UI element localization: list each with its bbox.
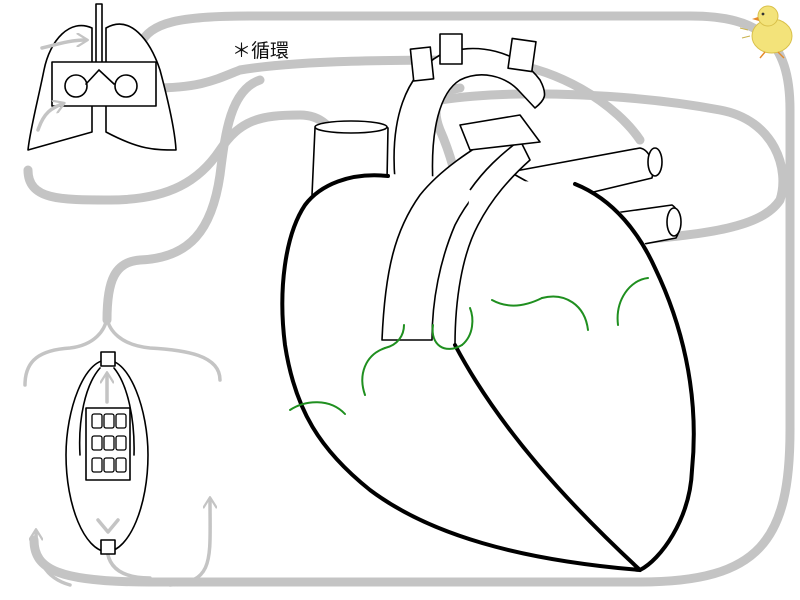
lung-flow-arrow-upper — [40, 40, 85, 50]
flow-outer-bottom-loop — [29, 425, 795, 587]
lung-alveolus-right — [114, 74, 138, 98]
limb-flow-paths — [23, 316, 222, 587]
pulmonary-artery-branch — [459, 114, 541, 151]
chick-mascot-icon — [739, 5, 793, 59]
aortic-valve-left — [431, 324, 463, 350]
flow-aorta-arc — [435, 89, 788, 242]
chick-beak — [752, 17, 759, 21]
pulmonary-vein-upper-opening — [647, 147, 663, 177]
limb-inner-curve-left — [78, 367, 101, 456]
flow-limb-branch — [102, 75, 265, 325]
lung-flow-arrow-lower — [36, 104, 62, 132]
lungs-icon — [27, 3, 177, 151]
left-valve-arc — [616, 277, 649, 326]
lung-alveolus-left — [64, 74, 88, 98]
limb-lower-connector — [100, 539, 116, 555]
chick-head — [757, 5, 779, 27]
superior-vena-cava-opening — [314, 120, 388, 134]
heart-wall-right — [280, 173, 696, 572]
aortic-branch-3 — [507, 37, 537, 73]
chick-wing-lines — [739, 27, 751, 39]
limb-inner-arrow-bottom — [96, 518, 120, 534]
limb-upper-connector — [100, 351, 116, 367]
aortic-branch-1 — [409, 46, 435, 82]
mitral-valve-left — [491, 297, 543, 307]
limb-capillary-cells — [91, 413, 127, 473]
pulmonary-vein-lower-opening — [666, 207, 682, 237]
pulmonary-valve-right — [384, 324, 405, 349]
aortic-branch-2 — [439, 33, 463, 65]
heart-icon — [280, 33, 696, 572]
flow-limb-upper-fan — [23, 316, 222, 387]
pulmonary-trunk-inner — [454, 139, 531, 346]
limb-muscle-icon — [65, 351, 149, 555]
chick-eye — [761, 12, 765, 16]
pulmonary-valve-left — [361, 347, 386, 396]
interventricular-septum — [453, 343, 642, 572]
limb-inner-curve-right — [113, 367, 135, 456]
aortic-valve-right — [461, 307, 474, 346]
flow-limb-right-up-arrow — [168, 500, 210, 587]
mitral-valve-right — [541, 295, 589, 331]
bronchi — [85, 68, 115, 85]
circulation-label: ＊循環 — [232, 40, 290, 62]
tricuspid-valve — [289, 401, 346, 415]
trachea — [95, 3, 103, 65]
flow-limb-left-up-arrow — [36, 532, 72, 587]
chick-legs — [759, 51, 785, 59]
flow-outer-top-loop — [135, 11, 795, 435]
heart-body-fill — [280, 174, 694, 570]
